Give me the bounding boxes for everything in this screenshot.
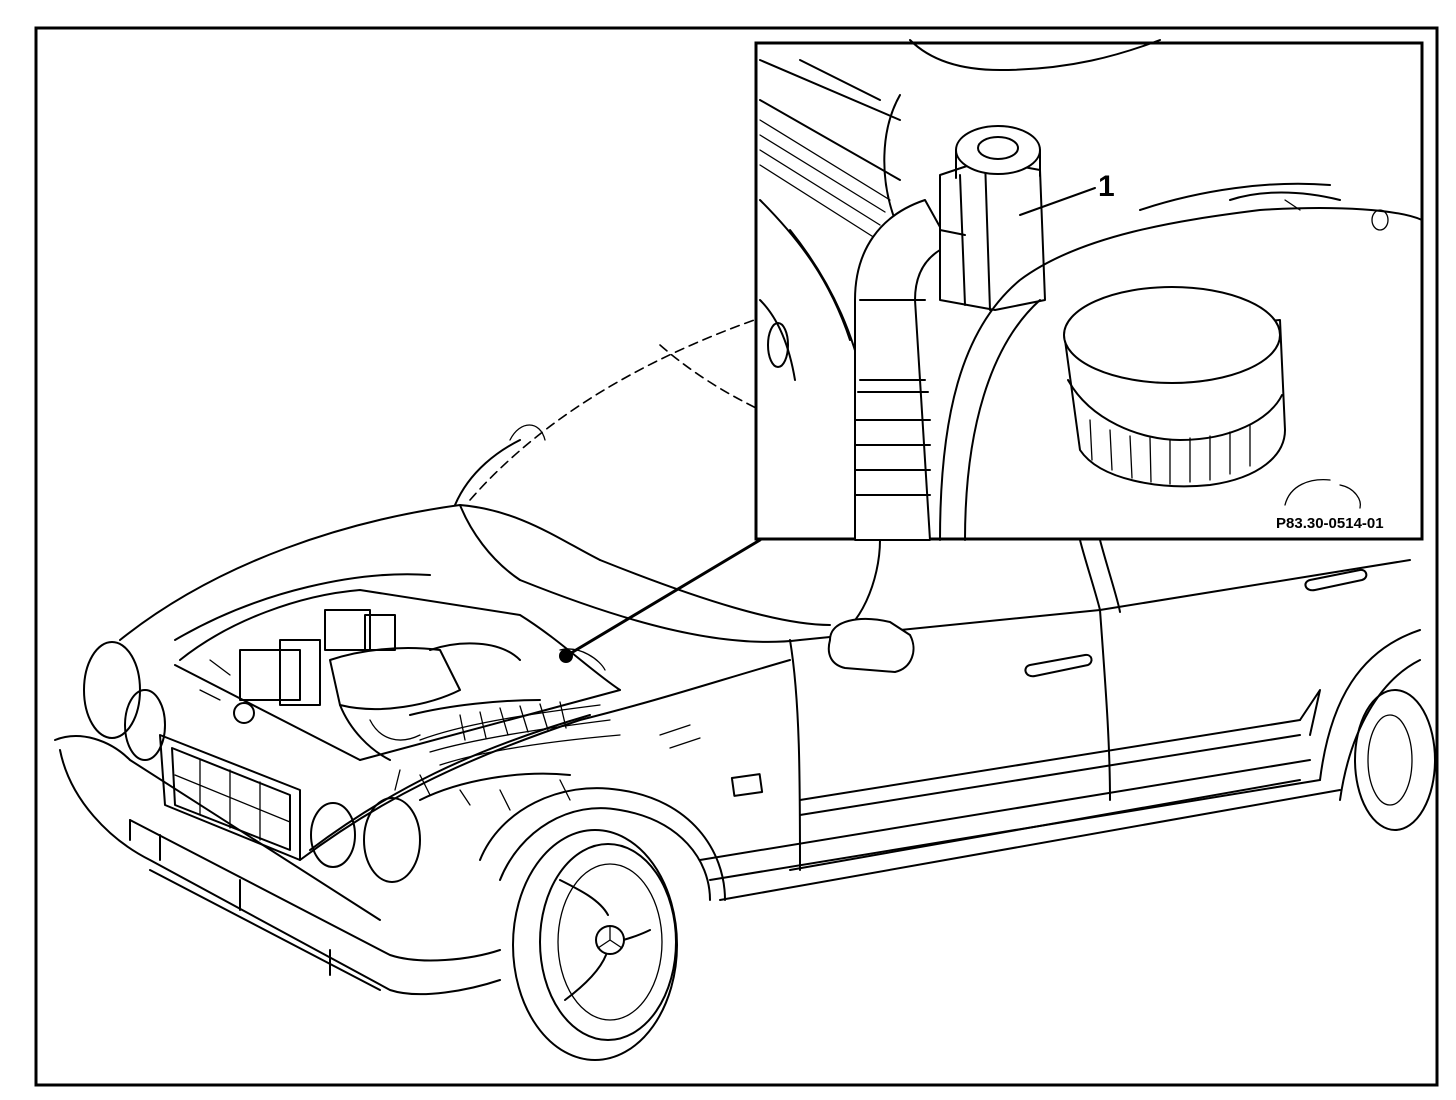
mercedes-star-icon [595,925,625,955]
connector-icon [939,125,1046,311]
reference-code: P83.30-0514-01 [1276,515,1384,532]
reservoir-cap-icon [1063,286,1286,488]
car-icon [54,317,1436,1061]
callout-label: 1 [1098,170,1115,203]
engine-bay [174,589,701,811]
detail-inset: 1 P83.30-0514-01 [754,39,1424,541]
